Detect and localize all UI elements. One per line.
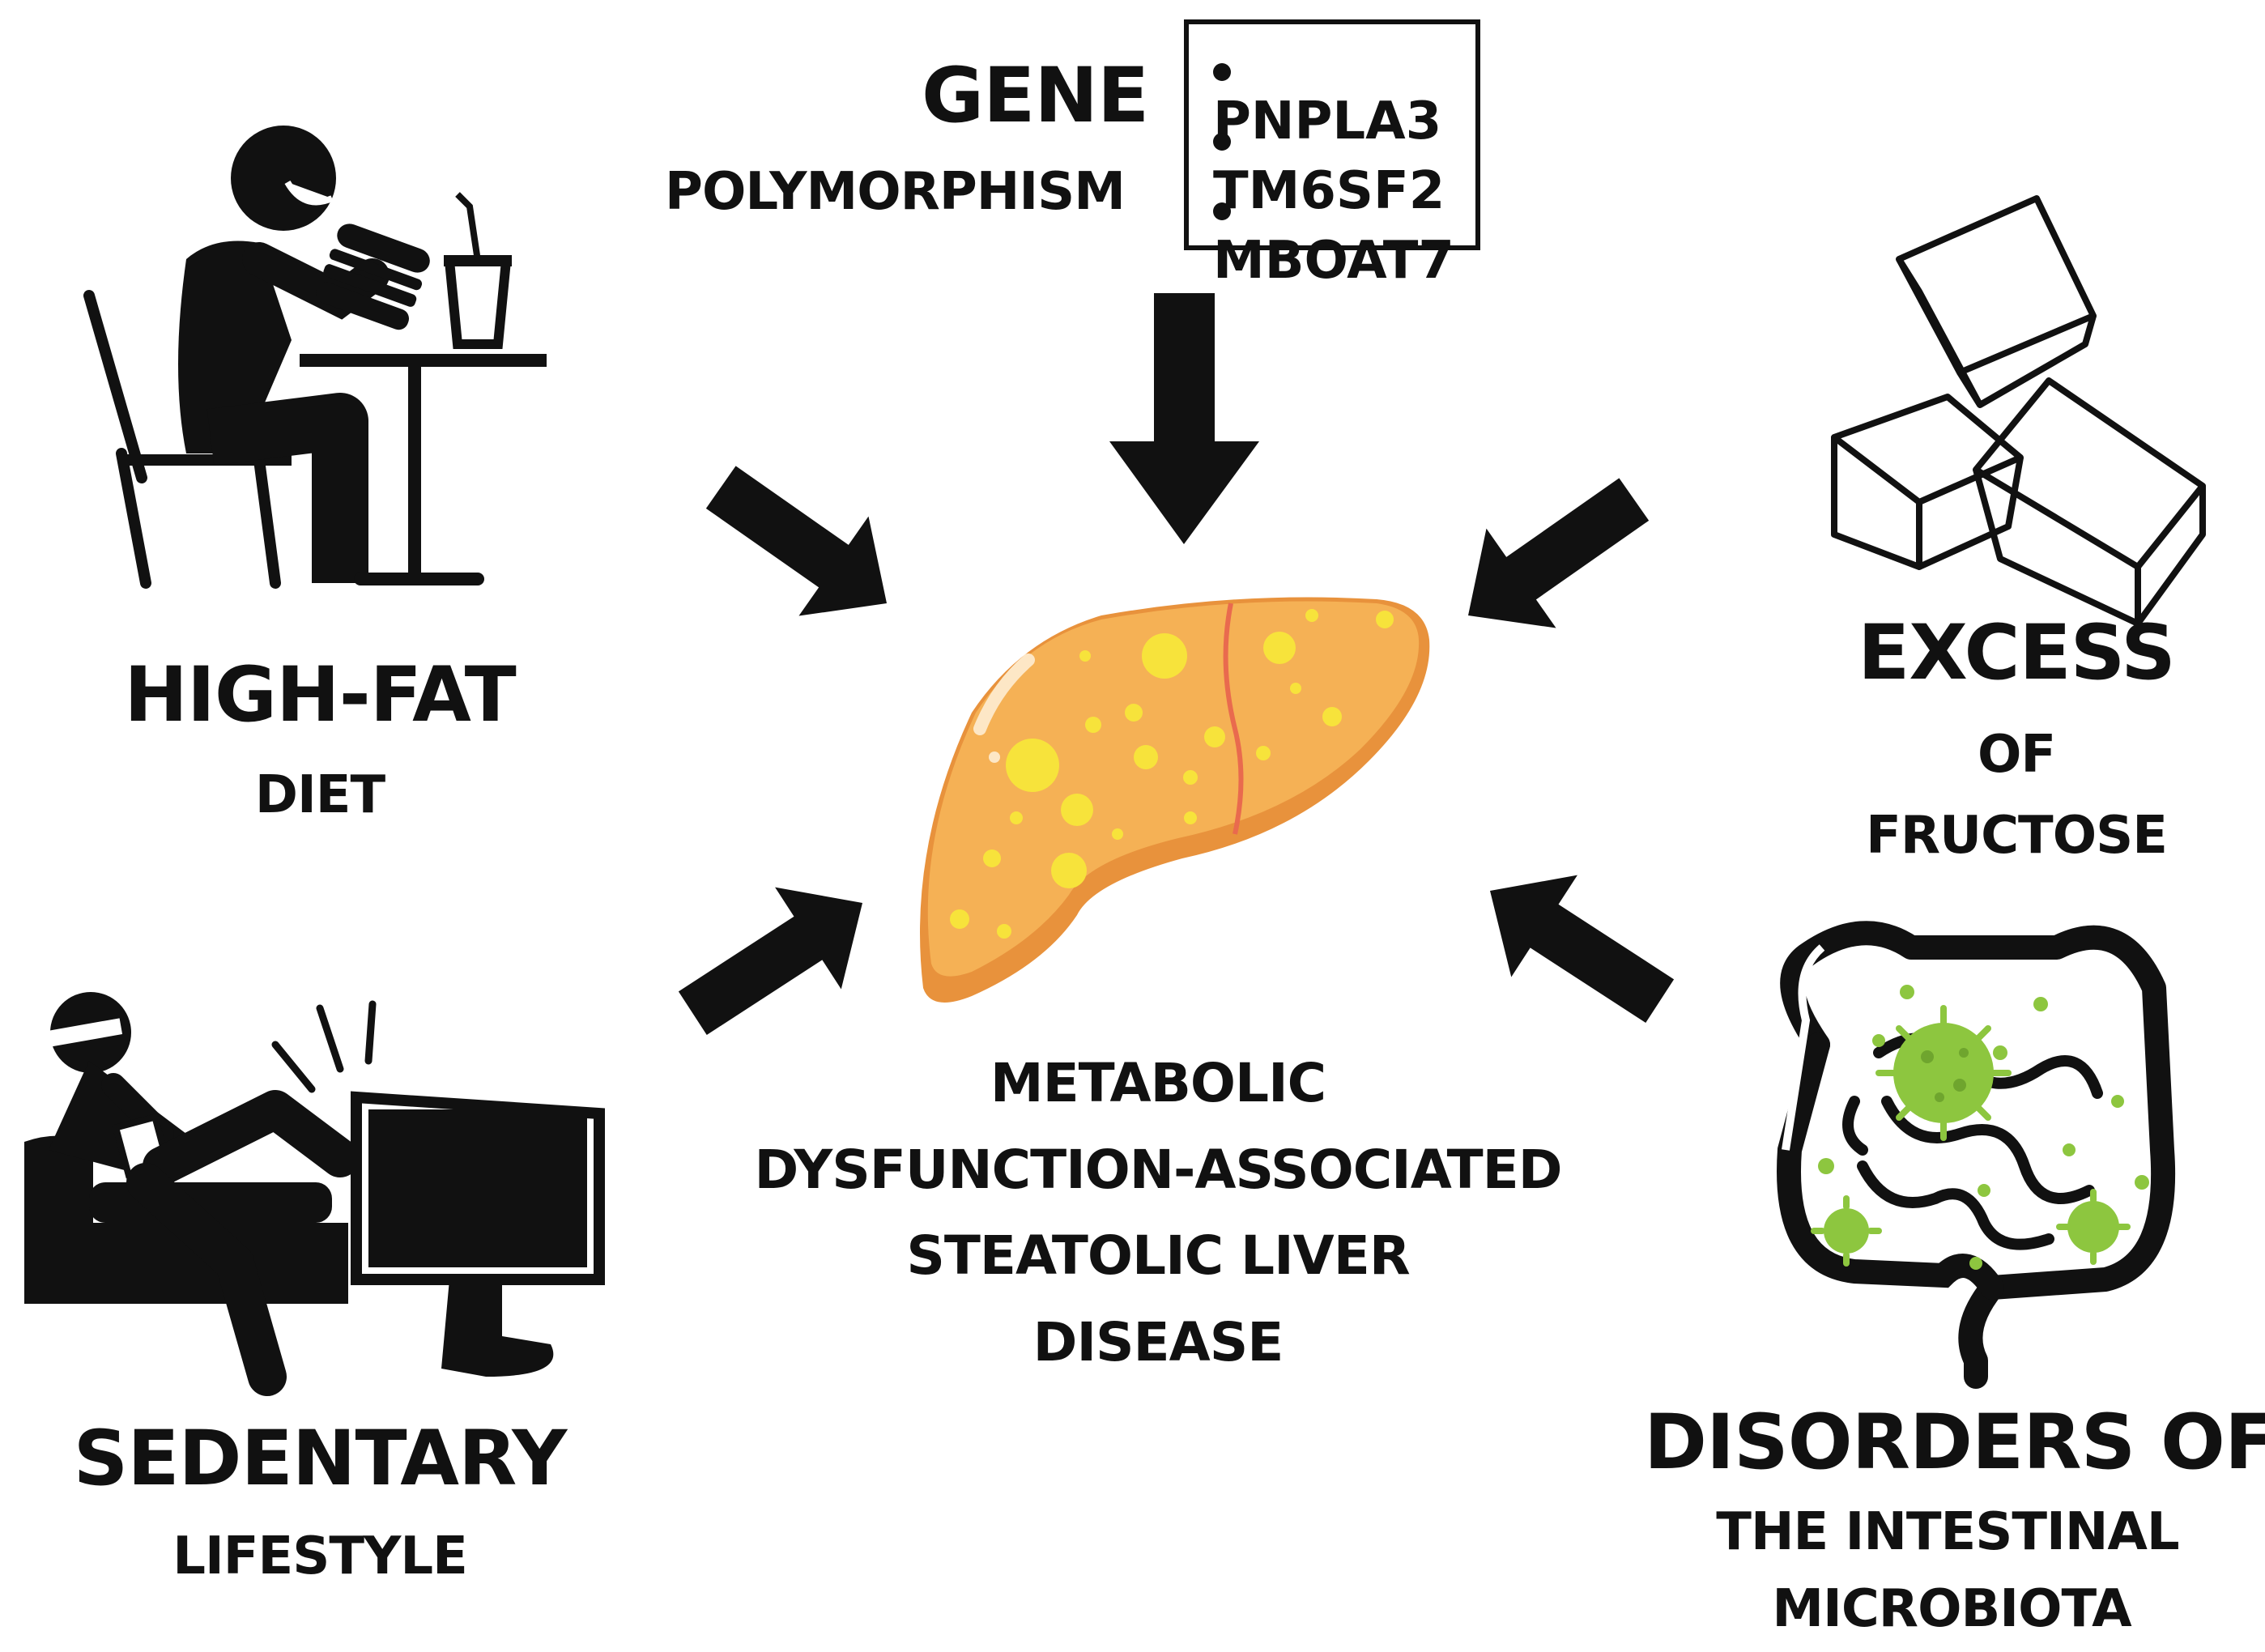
- arrow-microbiota: [1490, 875, 1675, 1023]
- microbiota-title: DISORDERS OF: [1644, 1399, 2265, 1487]
- sedentary-title: SEDENTARY: [73, 1415, 568, 1503]
- high-fat-title: HIGH-FAT: [124, 651, 516, 739]
- gene-variant: PNPLA3: [1213, 44, 1475, 147]
- bullet-icon: [1213, 63, 1231, 82]
- gene-variant-box: PNPLA3 TM6SF2 MBOAT7: [1184, 19, 1480, 287]
- fructose-line2: OF: [1977, 725, 2056, 785]
- sugar-cubes-icon: [1831, 195, 2206, 627]
- bullet-icon: [1213, 133, 1231, 151]
- disease-label-line: DISEASE: [1032, 1311, 1284, 1373]
- gene-subtitle: POLYMORPHISM: [665, 162, 1126, 222]
- gene-variant-label: PNPLA3: [1213, 92, 1442, 151]
- gene-variant-label: MBOAT7: [1213, 231, 1454, 291]
- arrow-sedentary: [678, 887, 862, 1035]
- fatty-liver-icon: [920, 597, 1430, 1003]
- fructose-title: EXCESS: [1858, 609, 2176, 697]
- sedentary-subtitle: LIFESTYLE: [172, 1526, 468, 1586]
- disease-label-line: DYSFUNCTION-ASSOCIATED: [754, 1139, 1562, 1201]
- disease-label-line: STEATOLIC LIVER: [906, 1224, 1410, 1287]
- arrow-high-fat: [705, 466, 887, 616]
- disease-label-line: METABOLIC: [990, 1052, 1326, 1114]
- person-eating-burger-icon: [83, 126, 547, 589]
- person-watching-tv-icon: [24, 992, 605, 1396]
- bullet-icon: [1213, 202, 1231, 221]
- fructose-line3: FRUCTOSE: [1866, 806, 2168, 866]
- microbiota-line3: MICROBIOTA: [1772, 1579, 2131, 1639]
- gene-variant-label: TM6SF2: [1213, 161, 1445, 221]
- microbiota-line2: THE INTESTINAL: [1716, 1502, 2179, 1562]
- gene-variant: MBOAT7: [1213, 183, 1475, 287]
- high-fat-subtitle: DIET: [254, 765, 385, 825]
- intestine-bacteria-icon: [1777, 921, 2176, 1389]
- arrow-gene: [1109, 293, 1259, 544]
- gene-title: GENE: [922, 52, 1149, 140]
- gene-variant: TM6SF2: [1213, 113, 1475, 217]
- arrow-fructose: [1468, 478, 1650, 628]
